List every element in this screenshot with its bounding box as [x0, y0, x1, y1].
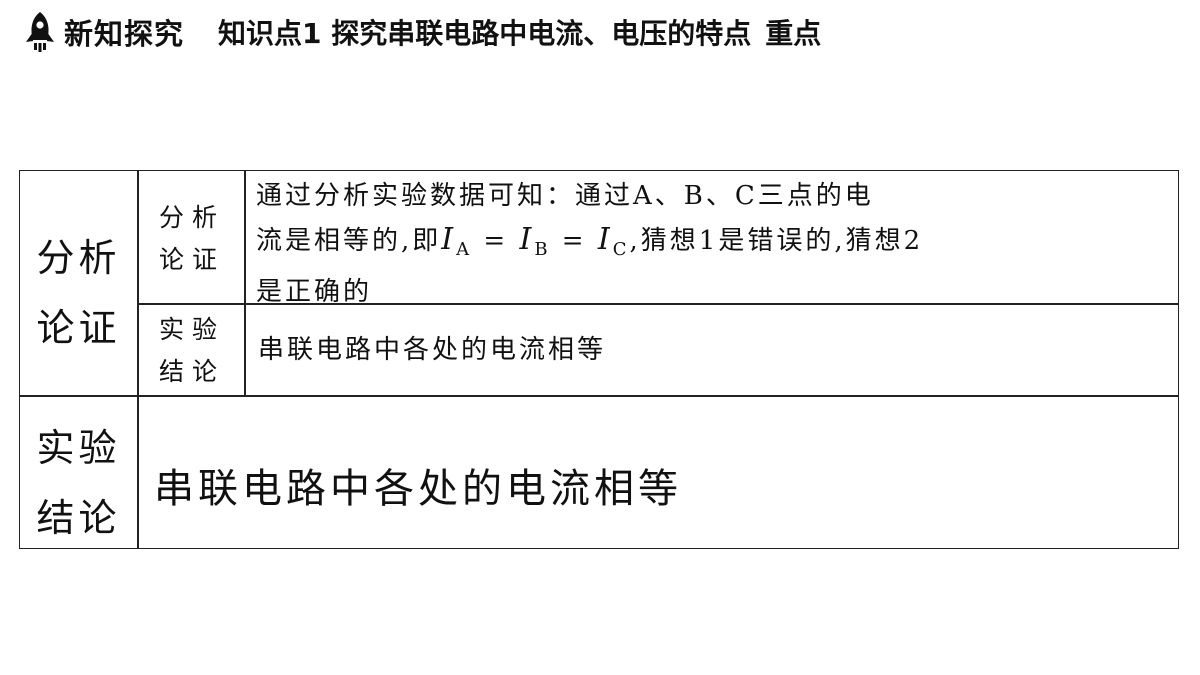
rocket-icon [26, 12, 54, 52]
slide-header: 新知探究 知识点1 探究串联电路中电流、电压的特点 重点 [22, 10, 821, 54]
subrow-label-analysis: 分析 论证 [158, 203, 225, 274]
row-label-conclusion: 实验 结论 [36, 426, 121, 540]
table-divider [137, 396, 139, 548]
analysis-content: 通过分析实验数据可知：通过A、B、C三点的电 流是相等的,即IA = IB = … [256, 175, 1176, 314]
formula-line: 流是相等的,即IA = IB = IC,猜想1是错误的,猜想2 [256, 222, 924, 260]
row-label-analysis: 分析 论证 [36, 236, 121, 350]
table-divider [137, 171, 139, 396]
final-conclusion-content: 串联电路中各处的电流相等 [154, 466, 682, 512]
key-point-tag: 重点 [765, 17, 822, 50]
table-divider [20, 395, 1178, 397]
table-divider [137, 303, 1178, 305]
topic-title: 知识点1 探究串联电路中电流、电压的特点 [218, 17, 752, 50]
conclusion-content: 串联电路中各处的电流相等 [258, 335, 607, 365]
section-title: 新知探究 [64, 17, 185, 51]
subrow-label-conclusion: 实验 结论 [158, 315, 225, 386]
table-divider [244, 171, 246, 396]
analysis-table: 分析 论证 分析 论证 通过分析实验数据可知：通过A、B、C三点的电 流是相等的… [19, 170, 1179, 549]
